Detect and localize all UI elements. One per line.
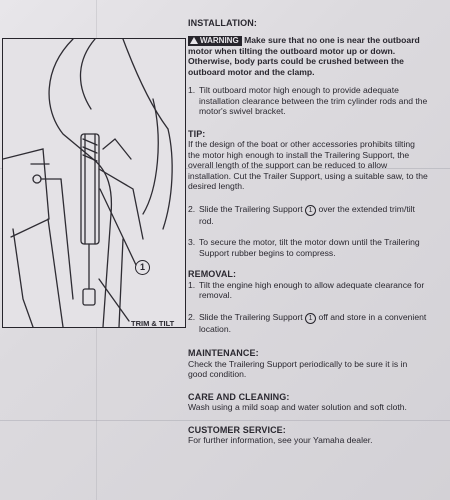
installation-step-3: 3. To secure the motor, tilt the motor d… — [188, 237, 428, 258]
maintenance-text: Check the Trailering Support periodicall… — [188, 358, 408, 380]
step-text: Tilt the engine high enough to allow ade… — [199, 279, 425, 301]
callout-number: 1 — [135, 260, 150, 275]
step-number: 2. — [188, 311, 196, 322]
installation-step-1: 1. Tilt outboard motor high enough to pr… — [188, 85, 428, 117]
removal-step-1: 1. Tilt the engine high enough to allow … — [188, 280, 428, 301]
warning-triangle-icon — [190, 36, 198, 44]
motor-drawing — [3, 39, 173, 327]
paper-fold — [0, 420, 450, 421]
trim-tilt-cylinder-label: TRIM & TILT CYLINDER — [131, 319, 175, 328]
installation-illustration: 1 TRIM & TILT CYLINDER — [2, 38, 186, 328]
service-text: For further information, see your Yamaha… — [188, 435, 373, 445]
tip-text: If the design of the boat or other acces… — [188, 139, 428, 191]
callout-number-inline: 1 — [305, 204, 317, 216]
step-number: 3. — [188, 237, 196, 247]
installation-step-2: 2. Slide the Trailering Support 1 over t… — [188, 204, 428, 227]
step-number: 2. — [188, 203, 196, 214]
warning-label: WARNING — [200, 35, 239, 45]
warning-badge: WARNING — [188, 35, 242, 46]
care-heading: CARE AND CLEANING: — [188, 391, 290, 402]
step-number: 1. — [188, 279, 196, 290]
step-text: Tilt outboard motor high enough to provi… — [199, 85, 428, 116]
tip-heading: TIP: — [188, 128, 206, 139]
care-text: Wash using a mild soap and water solutio… — [188, 402, 407, 412]
step-text: To secure the motor, tilt the motor down… — [199, 237, 420, 258]
removal-heading: REMOVAL: — [188, 269, 237, 279]
removal-step-2: 2. Slide the Trailering Support 1 off an… — [188, 312, 428, 335]
warning-block: WARNING Make sure that no one is near th… — [188, 35, 428, 78]
instructions-column: INSTALLATION: WARNING Make sure that no … — [188, 18, 428, 446]
service-heading: CUSTOMER SERVICE: — [188, 424, 286, 435]
paper-fold — [0, 168, 450, 169]
installation-heading: INSTALLATION: — [188, 18, 257, 28]
step-number: 1. — [188, 85, 196, 95]
step-text: Slide the Trailering Support 1 over the … — [199, 203, 415, 226]
step-text: Slide the Trailering Support 1 off and s… — [199, 311, 427, 334]
callout-number-inline: 1 — [305, 312, 317, 324]
warning-text: Make sure that no one is near the outboa… — [188, 34, 420, 77]
maintenance-heading: MAINTENANCE: — [188, 348, 259, 358]
